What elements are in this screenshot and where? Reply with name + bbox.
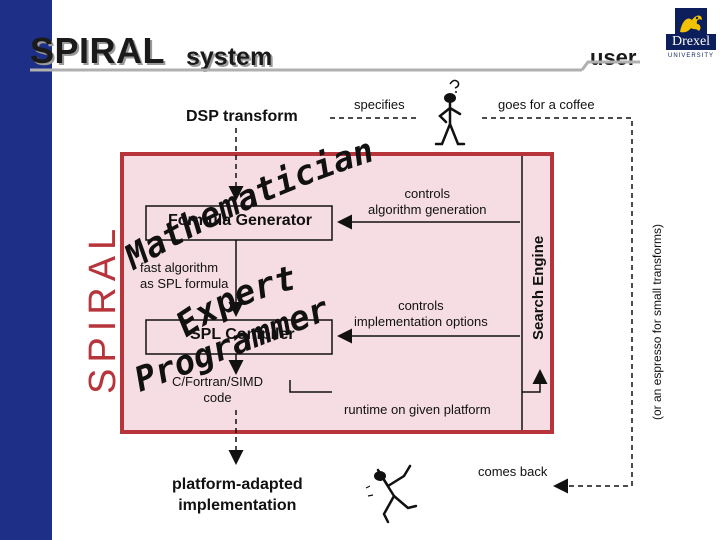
logo-name: Drexel (666, 34, 716, 50)
goes-for-coffee-label: goes for a coffee (498, 97, 595, 112)
controls-implementation-label: controls implementation options (354, 298, 488, 329)
slide-title: SPIRAL (30, 30, 166, 71)
c-code-label: C/Fortran/SIMD code (172, 374, 264, 405)
stick-figure-thinking-icon (434, 79, 466, 146)
logo-university: UNIVERSITY (667, 53, 714, 59)
stick-figure-celebrating-icon (365, 464, 418, 524)
comes-back-label: comes back (478, 464, 548, 479)
spl-compiler-label: SPL Compiler (190, 326, 295, 343)
specifies-label: specifies (354, 97, 405, 112)
dsp-transform-label: DSP transform (186, 108, 298, 125)
spl-compiler-box (145, 319, 333, 355)
drexel-dragon-logo-icon (675, 8, 707, 38)
formula-generator-label: Formula Generator (168, 212, 313, 229)
runtime-label: runtime on given platform (344, 402, 491, 417)
system-box (120, 152, 554, 434)
overlay-mathematician: Mathematician (117, 131, 378, 279)
fast-algorithm-label: fast algorithm as SPL formula (140, 260, 229, 291)
sidebar-band (0, 0, 52, 540)
user-label: user (590, 45, 637, 70)
controls-algorithm-label: controls algorithm generation (368, 186, 487, 217)
platform-adapted-label: platform-adapted implementation (172, 476, 303, 514)
drexel-logo: Drexel UNIVERSITY (666, 6, 716, 64)
slide-subtitle: system (186, 43, 273, 71)
formula-generator-box (145, 205, 333, 241)
